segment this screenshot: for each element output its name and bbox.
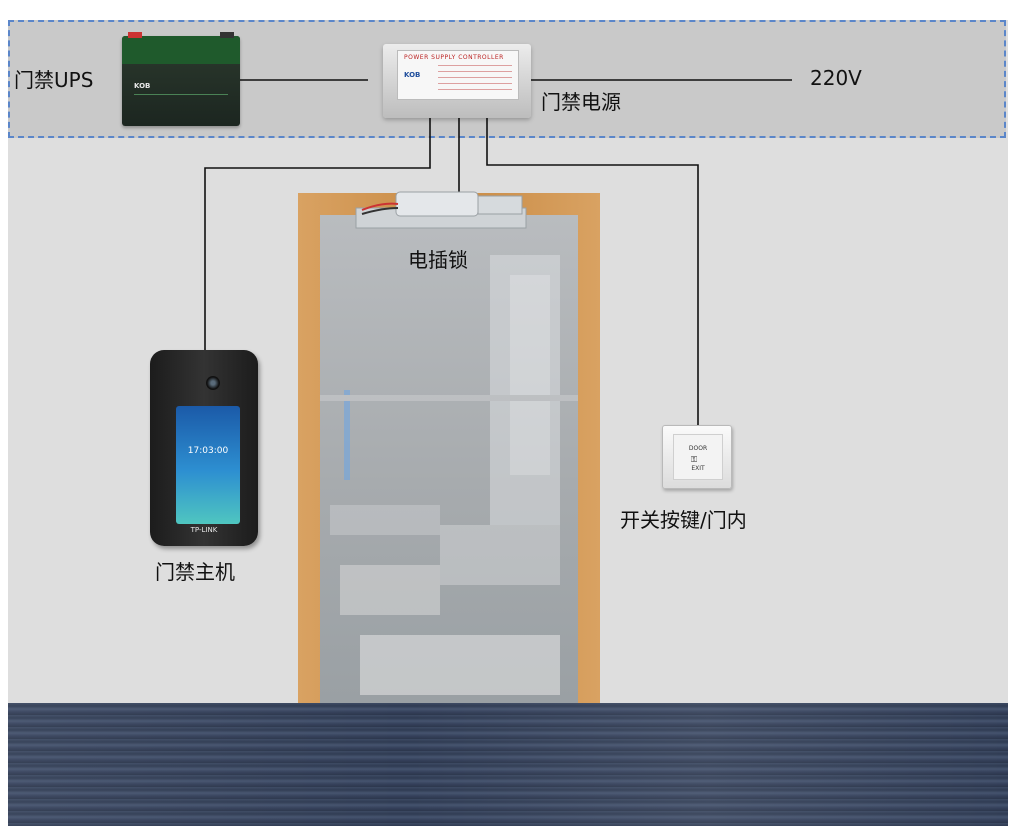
key-icon: ⚿ (691, 455, 698, 464)
psu-spec-line (438, 65, 512, 66)
label-lock: 电插锁 (408, 248, 468, 272)
psu-title: POWER SUPPLY CONTROLLER (404, 54, 504, 61)
battery-brand: KOB (134, 82, 151, 90)
psu-spec-line (438, 77, 512, 78)
label-exit-switch: 开关按键/门内 (620, 508, 747, 532)
office-reflection (320, 255, 578, 695)
psu-spec-line (438, 83, 512, 84)
terminal-brand: TP-LINK (190, 526, 218, 534)
glass-door (320, 215, 578, 703)
floor-sheen (8, 703, 1008, 826)
psu-spec-line (438, 89, 512, 90)
terminal-screen: 17:03:00 (176, 406, 240, 524)
exit-button: DOOR ⚿ EXIT (662, 425, 732, 489)
exit-button-exit-text: EXIT (691, 465, 705, 472)
label-host: 门禁主机 (155, 560, 235, 584)
battery-lid (122, 36, 240, 64)
label-mains-voltage: 220V (810, 66, 862, 90)
terminal-time: 17:03:00 (187, 446, 229, 456)
psu-brand: KOB (404, 71, 421, 79)
label-power-supply: 门禁电源 (541, 90, 621, 114)
camera-icon (206, 376, 220, 390)
wire-psu-to-host (204, 118, 431, 350)
battery-label-strip (134, 94, 228, 109)
battery-terminal (220, 32, 234, 38)
ups-battery: KOB (122, 32, 240, 126)
exit-button-plate: DOOR ⚿ EXIT (673, 434, 723, 480)
psu-label-plate: POWER SUPPLY CONTROLLER KOB (397, 50, 519, 100)
exit-button-door-text: DOOR (688, 445, 708, 452)
floor (8, 703, 1008, 826)
access-control-terminal: 17:03:00 TP-LINK (150, 350, 258, 546)
wire-psu-to-exit (486, 118, 699, 425)
label-ups: 门禁UPS (14, 68, 94, 92)
battery-terminal (128, 32, 142, 38)
power-supply-unit: POWER SUPPLY CONTROLLER KOB (383, 44, 531, 118)
psu-spec-line (438, 71, 512, 72)
electric-bolt-lock (355, 191, 527, 229)
